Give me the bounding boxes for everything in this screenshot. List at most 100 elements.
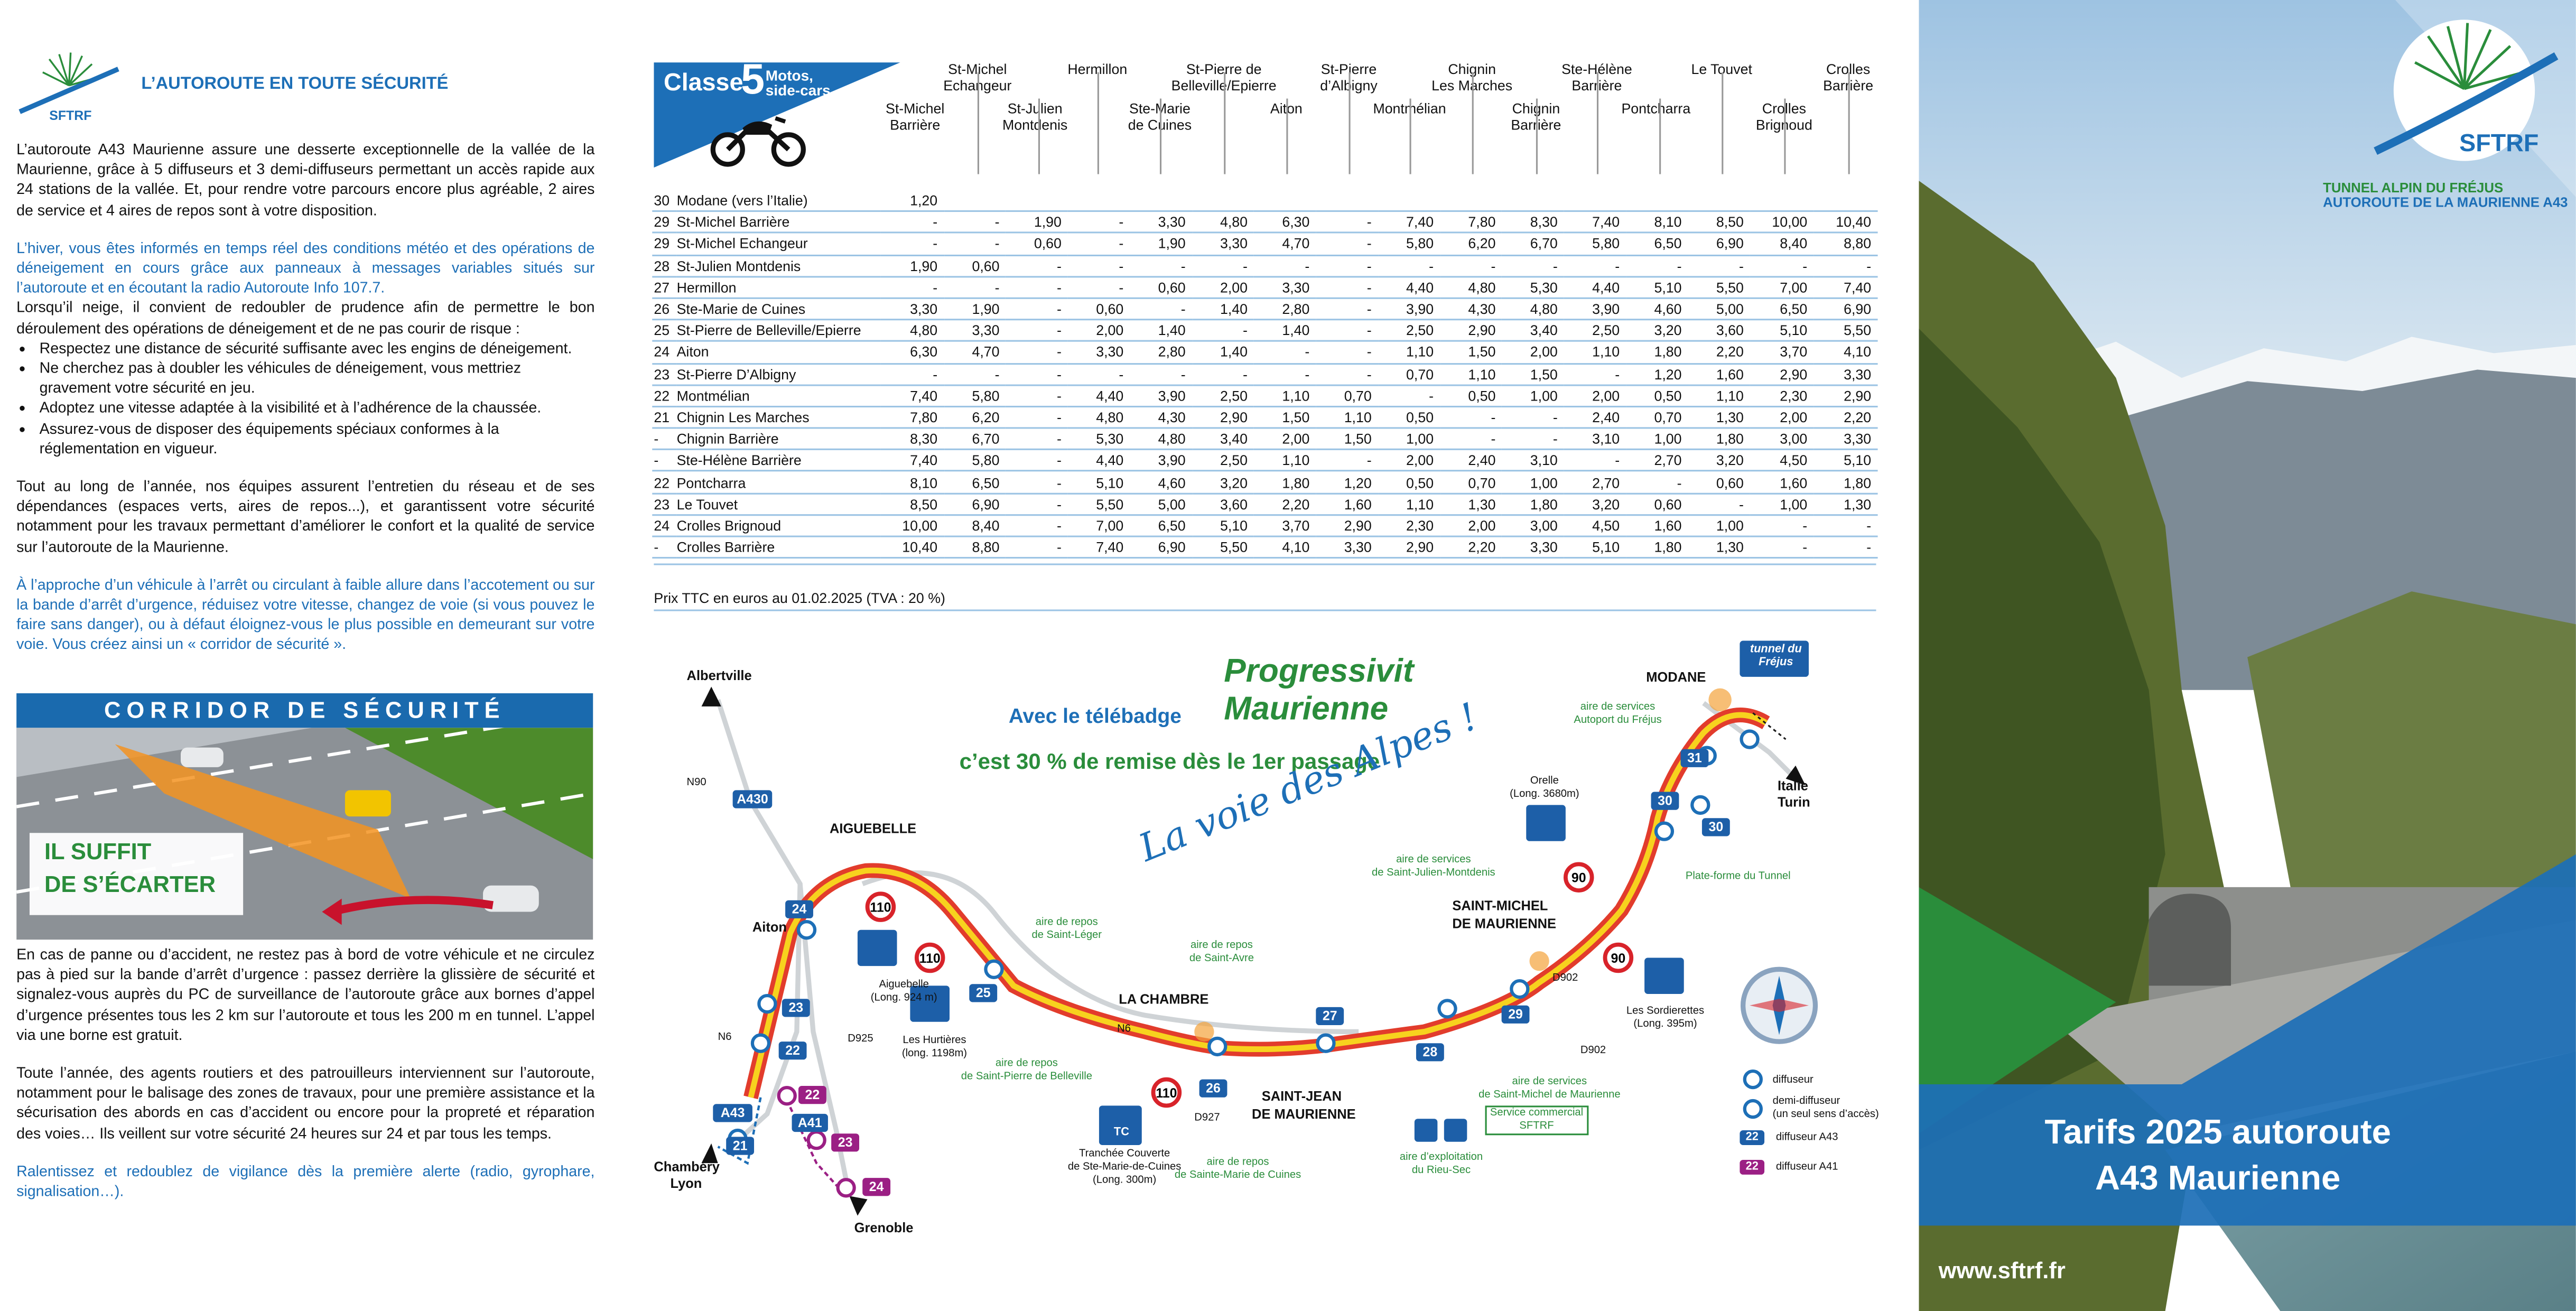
price-cell: 4,40 — [1068, 450, 1130, 472]
price-cell: 1,60 — [1688, 363, 1751, 386]
price-cell: - — [1130, 363, 1193, 386]
price-cell: 3,20 — [1192, 471, 1254, 494]
row-station: Ste-Marie de Cuines — [676, 298, 881, 321]
price-cell: 7,40 — [1814, 276, 1878, 299]
price-cell: - — [1564, 255, 1626, 277]
tunnel-hurtieres: Les Hurtières (long. 1198m) — [901, 1035, 968, 1060]
column-divider — [1038, 98, 1040, 174]
snow-advice-list: Respectez une distance de sécurité suffi… — [16, 338, 594, 459]
price-cell: 2,70 — [1626, 450, 1688, 472]
column-header-top: Crolles Barrière — [1823, 61, 1873, 94]
cover-photo-icon — [1919, 0, 2576, 1311]
website-link[interactable]: www.sftrf.fr — [1938, 1257, 2066, 1284]
price-cell: - — [1254, 363, 1316, 386]
city-aiguebelle: AIGUEBELLE — [830, 821, 917, 836]
price-cell: 0,60 — [1626, 493, 1688, 516]
price-cell: 2,00 — [1750, 406, 1814, 429]
breakdown-paragraph: En cas de panne ou d’accident, ne restez… — [16, 946, 595, 1043]
left-logo-brand: SFTRF — [49, 108, 92, 124]
motorcycle-icon — [710, 116, 806, 167]
cover-subtitle-1: TUNNEL ALPIN DU FRÉJUS — [2323, 179, 2504, 196]
price-cell: 10,40 — [880, 536, 944, 559]
price-cell: - — [1006, 515, 1068, 537]
price-cell: 3,00 — [1750, 428, 1814, 451]
price-cell: 1,00 — [1688, 515, 1751, 537]
price-cell: 5,80 — [1564, 233, 1626, 256]
city-st-jean-line1: SAINT-JEAN — [1261, 1089, 1342, 1104]
price-cell: 5,10 — [1564, 536, 1626, 559]
exit-21: 21 — [726, 1137, 755, 1155]
class-5-badge: Classe 5 Motos,side-cars — [654, 54, 900, 168]
row-station: Pontcharra — [676, 471, 881, 494]
price-cell: 1,50 — [1254, 406, 1316, 429]
row-station: St-Julien Montdenis — [676, 255, 881, 277]
price-cell: 7,40 — [1378, 211, 1440, 234]
price-cell: - — [1006, 471, 1068, 494]
area-repos-cuines: aire de repos de Sainte-Marie de Cuines — [1174, 1156, 1301, 1182]
row-number: 23 — [652, 363, 677, 386]
exit-24-a41: 24 — [862, 1178, 891, 1196]
class-label: Classe — [664, 69, 743, 97]
price-cell: 6,90 — [1814, 298, 1878, 321]
cover-title-line2: A43 Maurienne — [2095, 1159, 2341, 1198]
city-st-michel-line2: DE MAURIENNE — [1452, 916, 1556, 932]
price-note: Prix TTC en euros au 01.02.2025 (TVA : 2… — [654, 590, 945, 607]
area-repos-belleville: aire de repos de Saint-Pierre de Bellevi… — [961, 1058, 1093, 1083]
price-cell: 6,90 — [1688, 233, 1751, 256]
snow-paragraph: Lorsqu’il neige, il convient de redouble… — [16, 300, 595, 337]
price-cell: 2,00 — [1192, 276, 1254, 299]
column-divider — [1409, 98, 1411, 174]
row-number: - — [652, 536, 677, 559]
row-number: 26 — [652, 298, 677, 321]
corridor-illustration: CORRIDOR DE SÉCURITÉ IL SUFFIT DE S’ÉCAR… — [16, 693, 593, 940]
legend-a41-badge: 22 — [1740, 1159, 1765, 1175]
price-cell: - — [1750, 515, 1814, 537]
price-cell: - — [1316, 255, 1379, 277]
price-cell: 6,90 — [944, 493, 1006, 516]
price-cell: 4,10 — [1254, 536, 1316, 559]
price-cell: - — [1006, 320, 1068, 342]
maintenance-paragraph: Tout au long de l’année, nos équipes ass… — [16, 478, 595, 555]
cover-title-line1: Tarifs 2025 autoroute — [2044, 1113, 2391, 1152]
exit-22-a41: 22 — [798, 1086, 826, 1104]
table-divider — [654, 563, 1876, 565]
column-divider — [1536, 98, 1538, 174]
price-cell: 4,80 — [880, 320, 944, 342]
price-cell: - — [1378, 385, 1440, 407]
price-cell: - — [1502, 428, 1565, 451]
speed-sign-110-a: 110 — [870, 900, 891, 915]
row-number: - — [652, 428, 677, 451]
price-cell: 4,40 — [1378, 276, 1440, 299]
price-cell: 2,50 — [1564, 320, 1626, 342]
price-cell: 6,30 — [1254, 211, 1316, 234]
cover-panel: SFTRF TUNNEL ALPIN DU FRÉJUS AUTOROUTE D… — [1919, 0, 2576, 1311]
list-item: Adoptez une vitesse adaptée à la visibil… — [40, 398, 595, 419]
road-n6-b: N6 — [1117, 1023, 1131, 1035]
area-services-frejus: aire de services Autoport du Fréjus — [1574, 701, 1662, 727]
price-cell: 7,40 — [880, 385, 944, 407]
column-header-bottom: St-Michel Barrière — [885, 100, 945, 133]
cover-logo-icon — [2374, 20, 2559, 161]
price-cell — [944, 190, 1006, 212]
row-station: Ste-Hélène Barrière — [676, 450, 881, 472]
road-n90: N90 — [686, 777, 706, 789]
section-title: L’AUTOROUTE EN TOUTE SÉCURITÉ — [141, 73, 449, 94]
exit-30-b: 30 — [1701, 818, 1730, 836]
price-cell: 0,70 — [1440, 471, 1502, 494]
column-header-bottom: St-Julien Montdenis — [1002, 100, 1068, 133]
row-number: 23 — [652, 493, 677, 516]
price-cell: 5,80 — [1378, 233, 1440, 256]
price-cell: 4,80 — [1502, 298, 1565, 321]
speed-sign-90-a: 90 — [1571, 871, 1586, 886]
price-cell: 2,00 — [1254, 428, 1316, 451]
price-cell: 1,10 — [1378, 341, 1440, 364]
road-a41: A41 — [792, 1113, 828, 1132]
row-station: Chignin Barrière — [676, 428, 881, 451]
price-cell: 5,80 — [944, 385, 1006, 407]
price-cell: 3,60 — [1192, 493, 1254, 516]
legend-a41: diffuseur A41 — [1775, 1161, 1838, 1173]
price-cell: 8,10 — [1626, 211, 1688, 234]
price-cell: 5,10 — [1814, 450, 1878, 472]
price-cell — [1626, 190, 1688, 212]
